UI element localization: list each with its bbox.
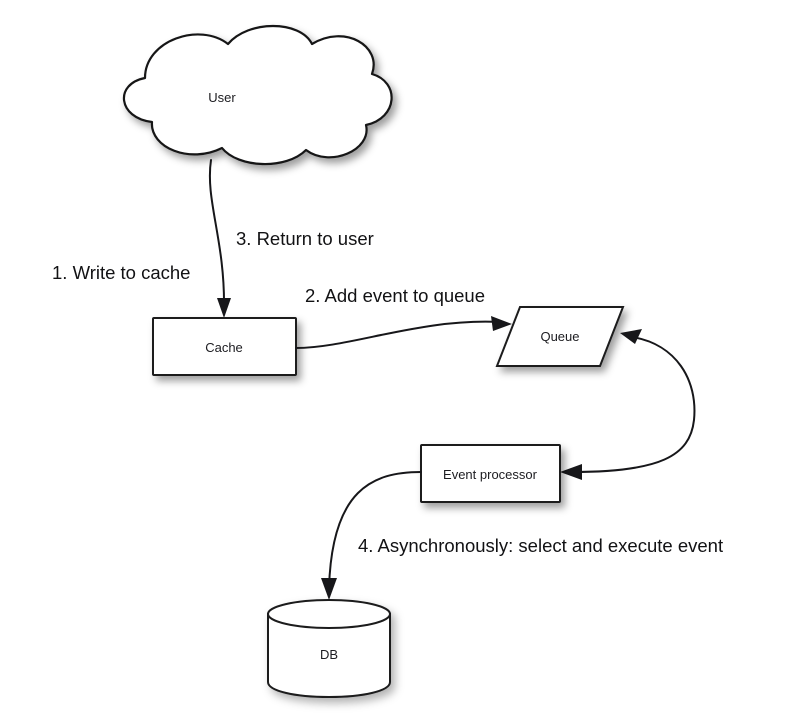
node-event-processor[interactable]: Event processor: [420, 444, 561, 503]
node-db-label: DB: [320, 647, 338, 662]
node-cache[interactable]: Cache: [152, 317, 297, 376]
arrowhead-db-in: [321, 578, 337, 600]
edge-label-step1: 1. Write to cache: [52, 262, 190, 283]
node-user[interactable]: User: [122, 25, 393, 166]
node-db[interactable]: DB: [267, 599, 391, 699]
edge-event-processor-to-db[interactable]: [321, 471, 422, 600]
arrowhead-cache-in: [217, 298, 231, 318]
node-cache-label: Cache: [205, 340, 243, 355]
arrowhead-event-processor-in: [560, 464, 582, 480]
edge-user-to-cache[interactable]: [208, 159, 231, 318]
edge-label-step4: 4. Asynchronously: select and execute ev…: [358, 535, 723, 556]
arrowhead-queue-in-left: [491, 316, 512, 331]
node-queue-label: Queue: [540, 329, 579, 344]
node-event-processor-label: Event processor: [443, 467, 538, 482]
edge-queue-event-processor-loop[interactable]: [560, 329, 696, 480]
edge-label-step2: 2. Add event to queue: [305, 285, 485, 306]
arrowhead-queue-in-right: [620, 329, 642, 344]
edge-cache-to-queue[interactable]: [295, 316, 512, 349]
node-user-label: User: [208, 90, 236, 105]
edge-label-step3: 3. Return to user: [236, 228, 374, 249]
node-queue[interactable]: Queue: [495, 306, 625, 367]
